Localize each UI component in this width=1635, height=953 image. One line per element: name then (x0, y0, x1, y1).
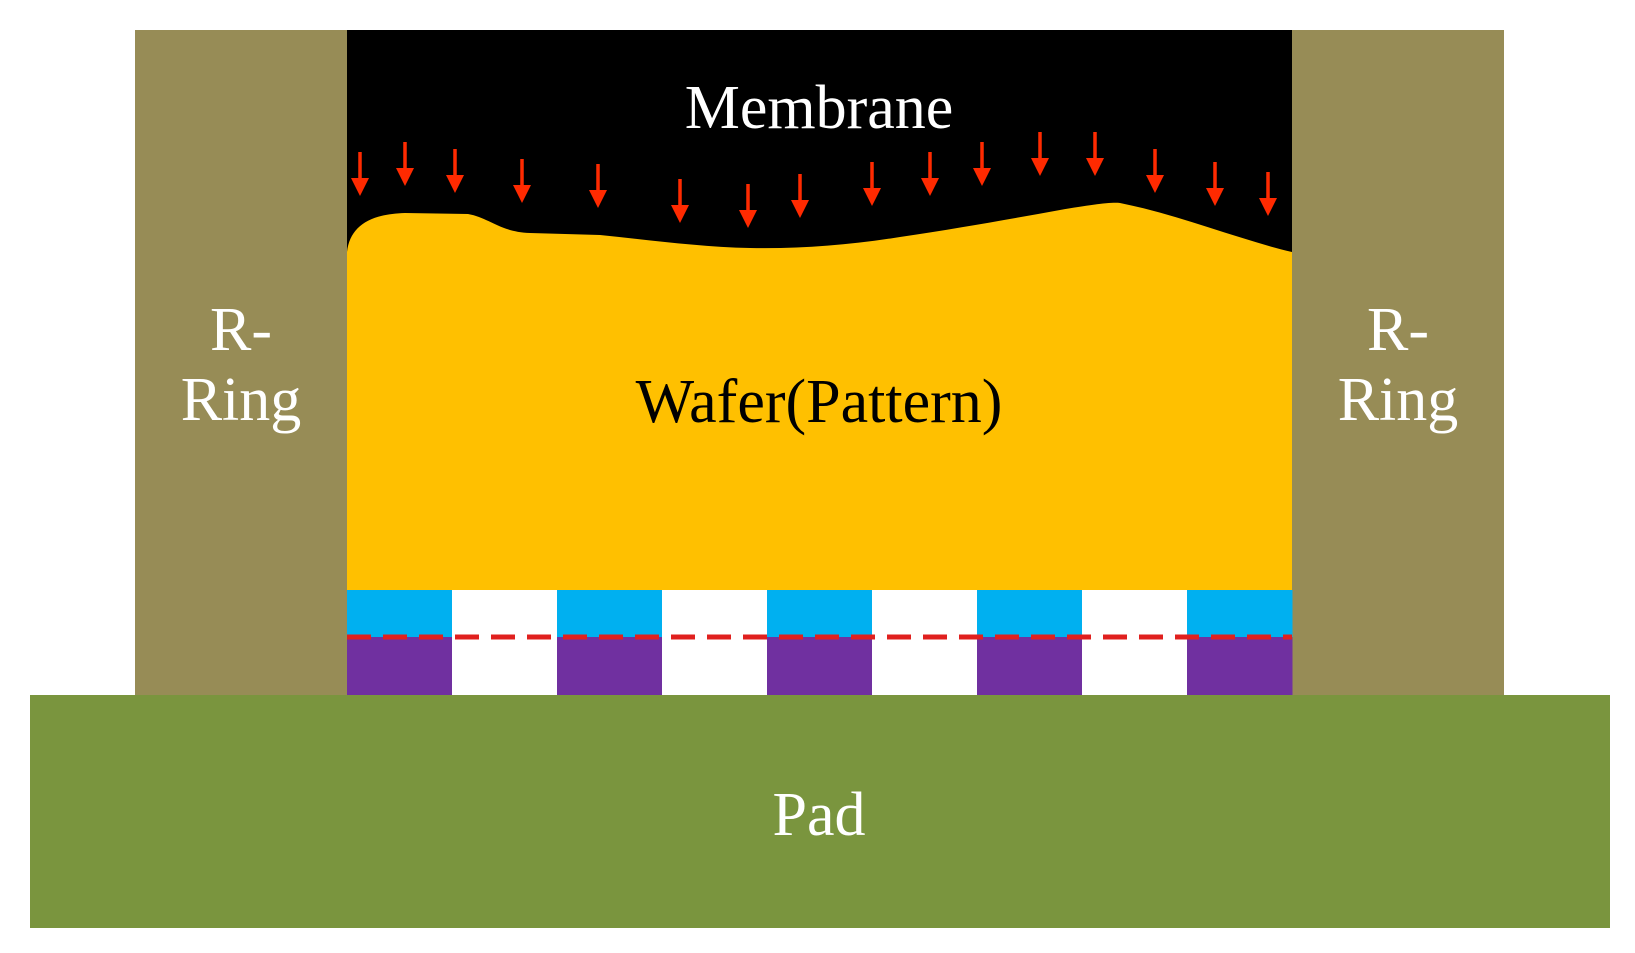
pressure-arrow (973, 142, 991, 186)
wafer-label: Wafer(Pattern) (636, 368, 1003, 436)
pressure-arrows (351, 132, 1277, 228)
pattern-block-top (977, 590, 1083, 637)
pressure-arrow (396, 142, 414, 186)
right-ring-label-line1: R- (1367, 296, 1429, 364)
pressure-arrow (863, 162, 881, 206)
pattern-block-top (1187, 590, 1293, 637)
pattern-layer (347, 590, 1293, 695)
membrane-label: Membrane (685, 74, 954, 142)
pattern-block-bottom (767, 637, 873, 695)
pattern-gap (452, 590, 558, 695)
pressure-arrow (1086, 132, 1104, 176)
pattern-block-bottom (347, 637, 453, 695)
pattern-block-bottom (557, 637, 663, 695)
pressure-arrow (446, 149, 464, 193)
left-ring-label-line1: R- (210, 296, 272, 364)
wafer-pattern (347, 202, 1292, 590)
pattern-block-top (347, 590, 453, 637)
pad-label: Pad (773, 781, 866, 849)
pressure-arrow (351, 152, 369, 196)
retaining-ring-left (135, 30, 347, 695)
pattern-block-top (767, 590, 873, 637)
pattern-block-top (557, 590, 663, 637)
pressure-arrow (1146, 149, 1164, 193)
left-ring-label-line2: Ring (181, 366, 302, 434)
pressure-arrow (1206, 162, 1224, 206)
pressure-arrow (589, 164, 607, 208)
pressure-arrow (921, 152, 939, 196)
pattern-block-bottom (977, 637, 1083, 695)
pattern-gap (872, 590, 978, 695)
pad (30, 695, 1610, 928)
pressure-arrow (671, 179, 689, 223)
pattern-gap (662, 590, 768, 695)
right-ring-label-line2: Ring (1338, 366, 1459, 434)
retaining-ring-right (1292, 30, 1504, 695)
pressure-arrow (513, 159, 531, 203)
pressure-arrow (1031, 132, 1049, 176)
pressure-arrow (791, 174, 809, 218)
pattern-gap (1082, 590, 1188, 695)
pressure-arrow (1259, 172, 1277, 216)
pattern-block-bottom (1187, 637, 1293, 695)
pressure-arrow (739, 184, 757, 228)
